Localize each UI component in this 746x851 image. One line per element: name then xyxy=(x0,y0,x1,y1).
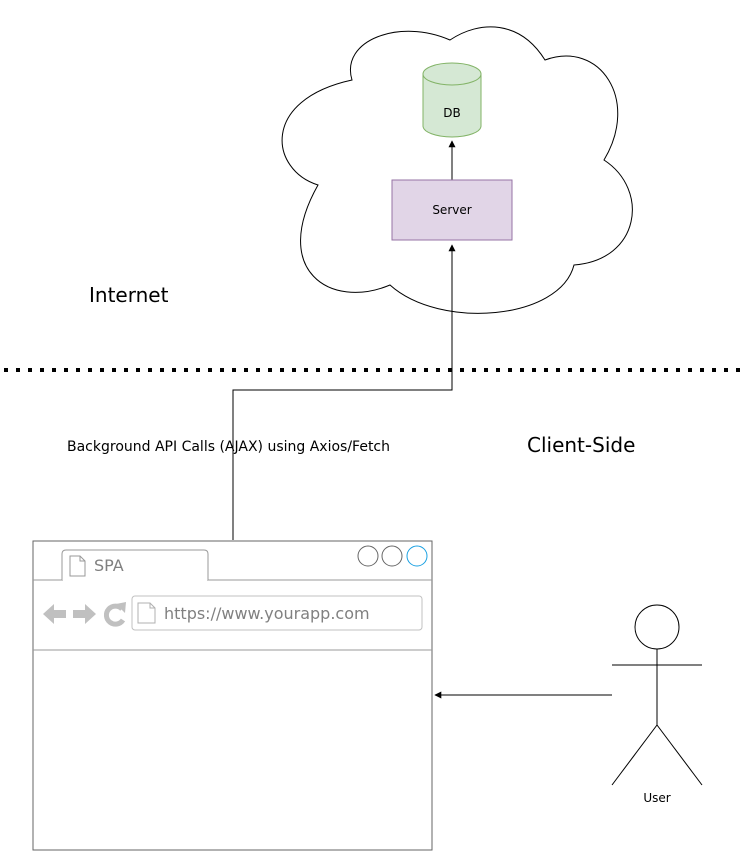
client-side-zone-label: Client-Side xyxy=(527,433,635,457)
tab-label: SPA xyxy=(94,556,124,575)
back-arrow-icon[interactable] xyxy=(43,604,66,624)
internet-cloud xyxy=(281,26,633,314)
user-label: User xyxy=(643,791,670,805)
window-control-circle[interactable] xyxy=(357,545,379,567)
tab-spa[interactable] xyxy=(61,549,209,580)
db-node[interactable]: DB xyxy=(422,62,482,138)
user-actor[interactable] xyxy=(611,604,703,786)
internet-zone-label: Internet xyxy=(89,283,169,307)
page-icon xyxy=(137,602,156,624)
user-head xyxy=(634,604,680,650)
api-call-edge-label: Background API Calls (AJAX) using Axios/… xyxy=(67,439,390,455)
address-bar[interactable] xyxy=(131,595,423,631)
spa-browser-window[interactable]: SPA https://www.yourapp.com xyxy=(32,540,433,851)
window-control-circle[interactable] xyxy=(381,545,403,567)
api-call-edge xyxy=(232,244,456,540)
server-label: Server xyxy=(432,203,471,217)
refresh-icon[interactable] xyxy=(103,602,126,627)
forward-arrow-icon[interactable] xyxy=(73,604,96,624)
window-control-circle-active[interactable] xyxy=(406,545,428,567)
server-node[interactable]: Server xyxy=(391,179,513,241)
url-text: https://www.yourapp.com xyxy=(164,604,370,623)
page-icon xyxy=(69,555,86,577)
db-label: DB xyxy=(443,106,460,120)
